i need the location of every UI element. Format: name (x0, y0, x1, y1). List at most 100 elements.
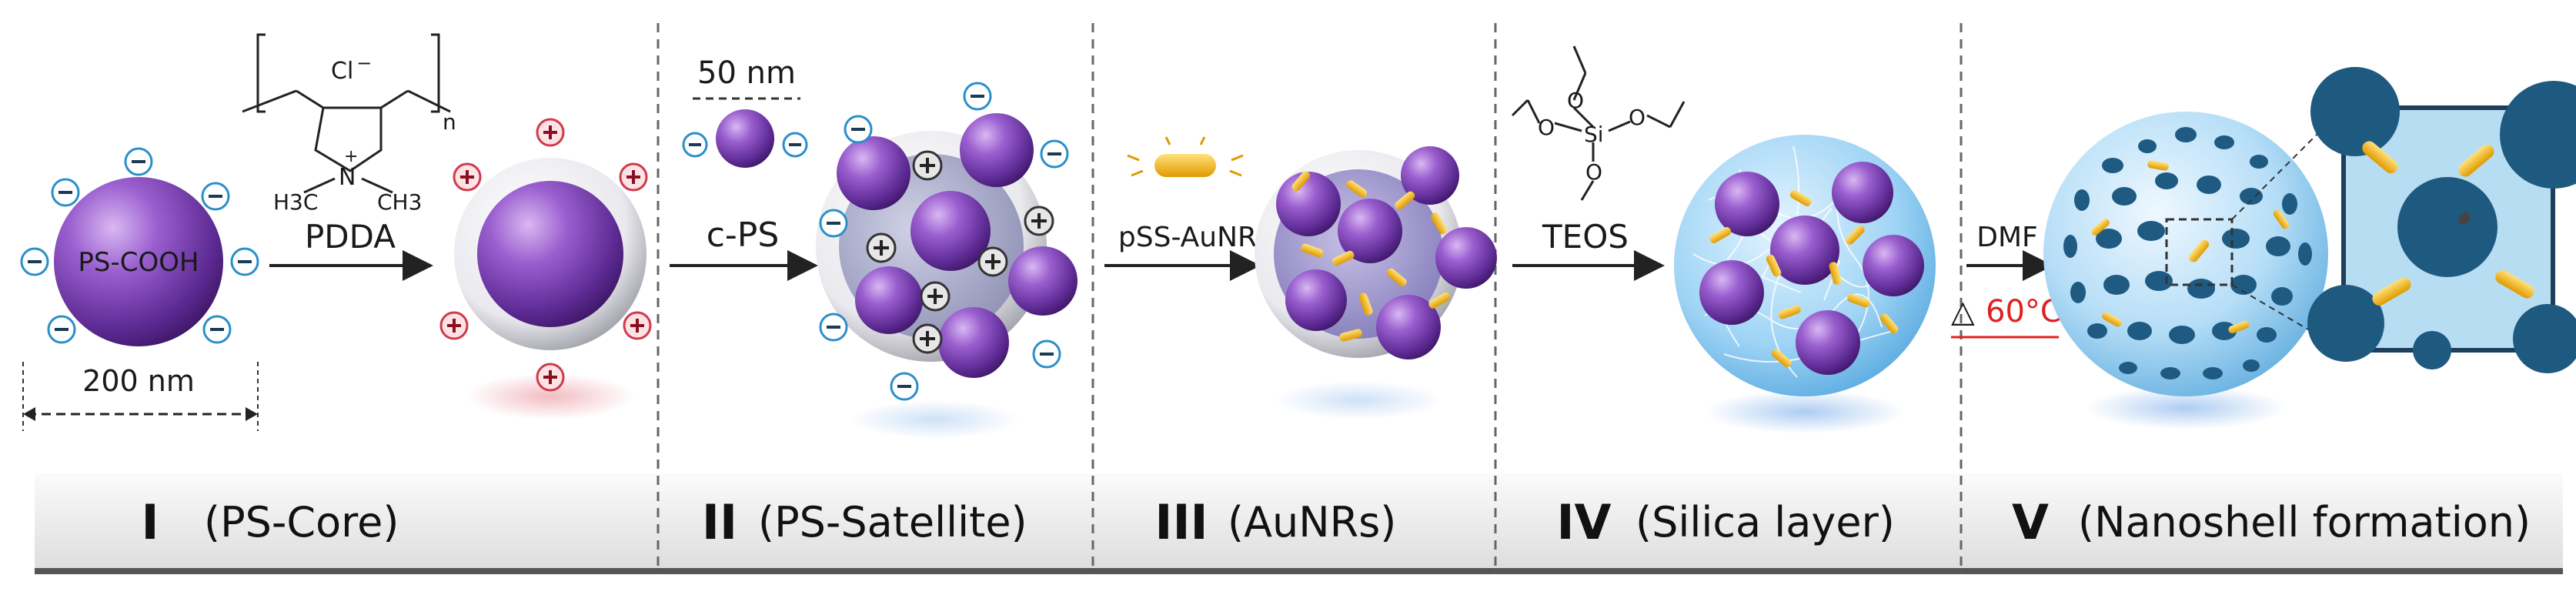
gold-nanorod (2188, 239, 2210, 262)
satellite-positive-charges (866, 150, 1054, 354)
satellite-reagent-label: c-PS (707, 216, 780, 255)
negative-charge-icon (230, 247, 259, 276)
gold-nanorod (2091, 219, 2110, 236)
negative-charge-icon (890, 372, 919, 401)
stage-5-nanoshell: DMF △ 60°C (1951, 67, 2576, 430)
negative-charge-icon (124, 147, 153, 176)
negative-charge-icon (682, 132, 708, 158)
stage-1-ps-core: PS-COOH 200 nm (20, 33, 652, 431)
gold-nanorod-icon (1127, 136, 1244, 177)
core-negative-charges (20, 147, 259, 344)
aunr-reagent-label: pSS-AuNR (1118, 222, 1257, 253)
heat-temperature: 60°C (1986, 294, 2062, 329)
pdda-name: PDDA (305, 218, 396, 256)
positive-charge-icon (623, 311, 652, 340)
positive-charge-icon (977, 246, 1008, 277)
gold-nanorod (1291, 171, 1311, 192)
silica-rods (1709, 190, 1899, 368)
positive-charge-icon (439, 311, 469, 340)
zoom-inset (2307, 67, 2576, 373)
stage-name-1: (PS-Core) (204, 498, 399, 547)
gold-nanorod (1847, 293, 1870, 308)
arrow-right-icon (246, 407, 258, 421)
teos-si: Si (1584, 122, 1604, 147)
gold-nanorod (1428, 292, 1451, 309)
aunr-satellites (1276, 146, 1497, 359)
positive-charge-icon (453, 162, 482, 192)
ps-cooh-label: PS-COOH (78, 247, 199, 278)
negative-charge-icon (47, 315, 76, 344)
zoom-pore (2500, 81, 2576, 189)
gold-nanorod (2372, 277, 2411, 306)
stage-label-4: IV (Silica layer) (1556, 494, 1894, 550)
stage-label-2: II (PS-Satellite) (702, 494, 1027, 550)
dmf-label: DMF (1976, 222, 2038, 253)
satellite-particle (960, 113, 1034, 187)
stage-name-5: (Nanoshell formation) (2078, 498, 2531, 547)
satellite-particle (1285, 269, 1347, 331)
gold-nanorod (1346, 180, 1368, 198)
teos-name: TEOS (1542, 218, 1629, 256)
stage-label-bar (35, 473, 2563, 573)
stage-numeral-3: III (1154, 494, 1208, 550)
teos-o-bottom: O (1585, 159, 1602, 185)
silica-satellites (1699, 162, 1924, 375)
satellite-particle (837, 136, 910, 210)
gold-nanorod (2273, 209, 2290, 229)
gold-nanorod (2495, 270, 2534, 299)
satellite-assembly-shadow (850, 400, 1020, 439)
stage-name-2: (PS-Satellite) (758, 498, 1027, 547)
pdda-particle-shadow (466, 373, 635, 419)
negative-charge-icon (1032, 339, 1061, 369)
negative-charge-icon (1040, 139, 1069, 169)
gold-nanorod (2228, 320, 2250, 334)
positive-charge-icon (912, 323, 943, 354)
gold-nanorod (1879, 313, 1899, 334)
stage-3-aunrs: pSS-AuNR (1104, 136, 1497, 419)
satellite-particle (1770, 216, 1839, 285)
gold-nanorod (1431, 212, 1448, 235)
nanoshell-rods (2091, 160, 2290, 334)
gold-nanorod (2458, 144, 2494, 177)
satellite-size-label: 50 nm (697, 55, 796, 91)
satellite-particle (1008, 246, 1078, 316)
negative-charge-icon (844, 115, 873, 144)
gold-nanorod (1766, 254, 1782, 277)
positive-charge-icon (619, 162, 648, 192)
satellite-particle-small (716, 109, 774, 168)
gold-nanorod (1386, 268, 1407, 287)
pdda-structure (242, 33, 451, 194)
gold-nanorod (1771, 349, 1792, 368)
heat-symbol: △ (1951, 294, 1975, 329)
satellite-particle (938, 307, 1009, 378)
satellite-particle (855, 266, 923, 334)
aunr-rods (1291, 171, 1451, 342)
gold-nanorod (1358, 292, 1373, 316)
stage-2-ps-satellite: 50 nm c-PS (670, 55, 1078, 439)
positive-charge-icon (536, 118, 565, 147)
negative-charge-icon (782, 132, 808, 158)
satellite-particle (1338, 199, 1402, 263)
pore-debris-icon (2458, 211, 2471, 225)
positive-charge-icon (920, 281, 951, 312)
gold-nanorod (1301, 243, 1324, 258)
pdda-subscript-n: n (443, 109, 456, 135)
satellite-particle (1832, 162, 1893, 223)
positive-charge-icon (912, 150, 943, 181)
satellite-particle (1376, 295, 1441, 359)
gold-nanorod (1845, 225, 1865, 245)
zoom-selection-box (2165, 218, 2234, 286)
stage-label-1: I (PS-Core) (141, 494, 399, 550)
stage-label-bar-underline (35, 568, 2563, 574)
stage-label-5: V (Nanoshell formation) (2012, 494, 2531, 550)
negative-charge-icon (819, 313, 848, 342)
ps-cooh-particle (54, 177, 223, 346)
core-size-label: 200 nm (82, 364, 195, 398)
stage-name-4: (Silica layer) (1635, 498, 1895, 547)
pdda-nitrogen: N (339, 164, 356, 191)
aunr-assembly-shadow (1274, 381, 1443, 419)
pdda-positive-charges (439, 118, 652, 392)
gold-nanorod (2362, 141, 2398, 174)
stage-numeral-1: I (141, 494, 159, 550)
